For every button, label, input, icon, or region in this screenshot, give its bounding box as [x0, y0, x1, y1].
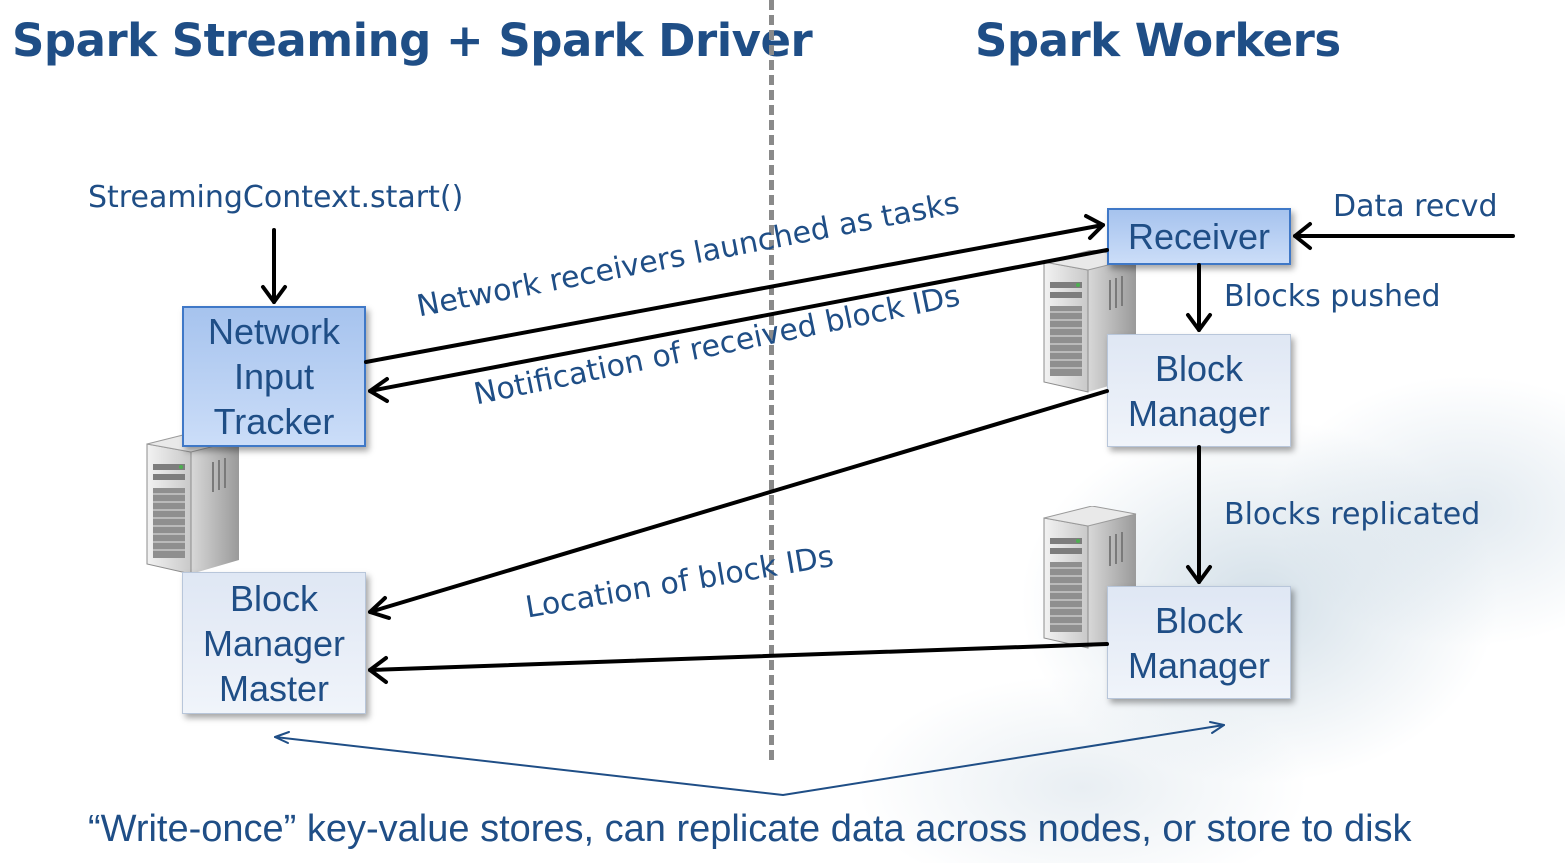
box-line: Receiver [1127, 216, 1271, 257]
box-line: Block [229, 577, 319, 619]
box-line: Block [1154, 347, 1244, 389]
heading-workers: Spark Workers [975, 14, 1341, 67]
box-line: Manager [1127, 392, 1271, 434]
block-manager-master-box: Block Manager Master [182, 572, 366, 714]
driver-worker-divider [769, 0, 774, 760]
blocks-pushed-label: Blocks pushed [1224, 279, 1441, 314]
block-manager-box: Block Manager [1107, 334, 1291, 447]
network-input-tracker-box: Network Input Tracker [182, 306, 366, 447]
blocks-replicated-label: Blocks replicated [1224, 497, 1481, 532]
launch-arrow [364, 223, 1105, 364]
notify-arrow [368, 248, 1109, 393]
block-manager-replica-box: Block Manager [1107, 586, 1291, 699]
heading-driver: Spark Streaming + Spark Driver [12, 14, 813, 67]
box-line: Manager [202, 622, 346, 664]
box-line: Input [233, 356, 315, 397]
data-recvd-label: Data recvd [1333, 189, 1498, 224]
location-arrow-2 [368, 642, 1109, 672]
box-line: Master [218, 667, 330, 709]
box-line: Network [207, 311, 341, 352]
footer-bracket [274, 724, 1225, 796]
box-line: Manager [1127, 644, 1271, 686]
receiver-box: Receiver [1107, 208, 1291, 265]
box-line: Block [1154, 599, 1244, 641]
start-call-label: StreamingContext.start() [88, 180, 464, 215]
location-arrow-1 [368, 389, 1109, 614]
box-line: Tracker [213, 401, 335, 442]
footer-caption: “Write-once” key-value stores, can repli… [88, 808, 1412, 850]
